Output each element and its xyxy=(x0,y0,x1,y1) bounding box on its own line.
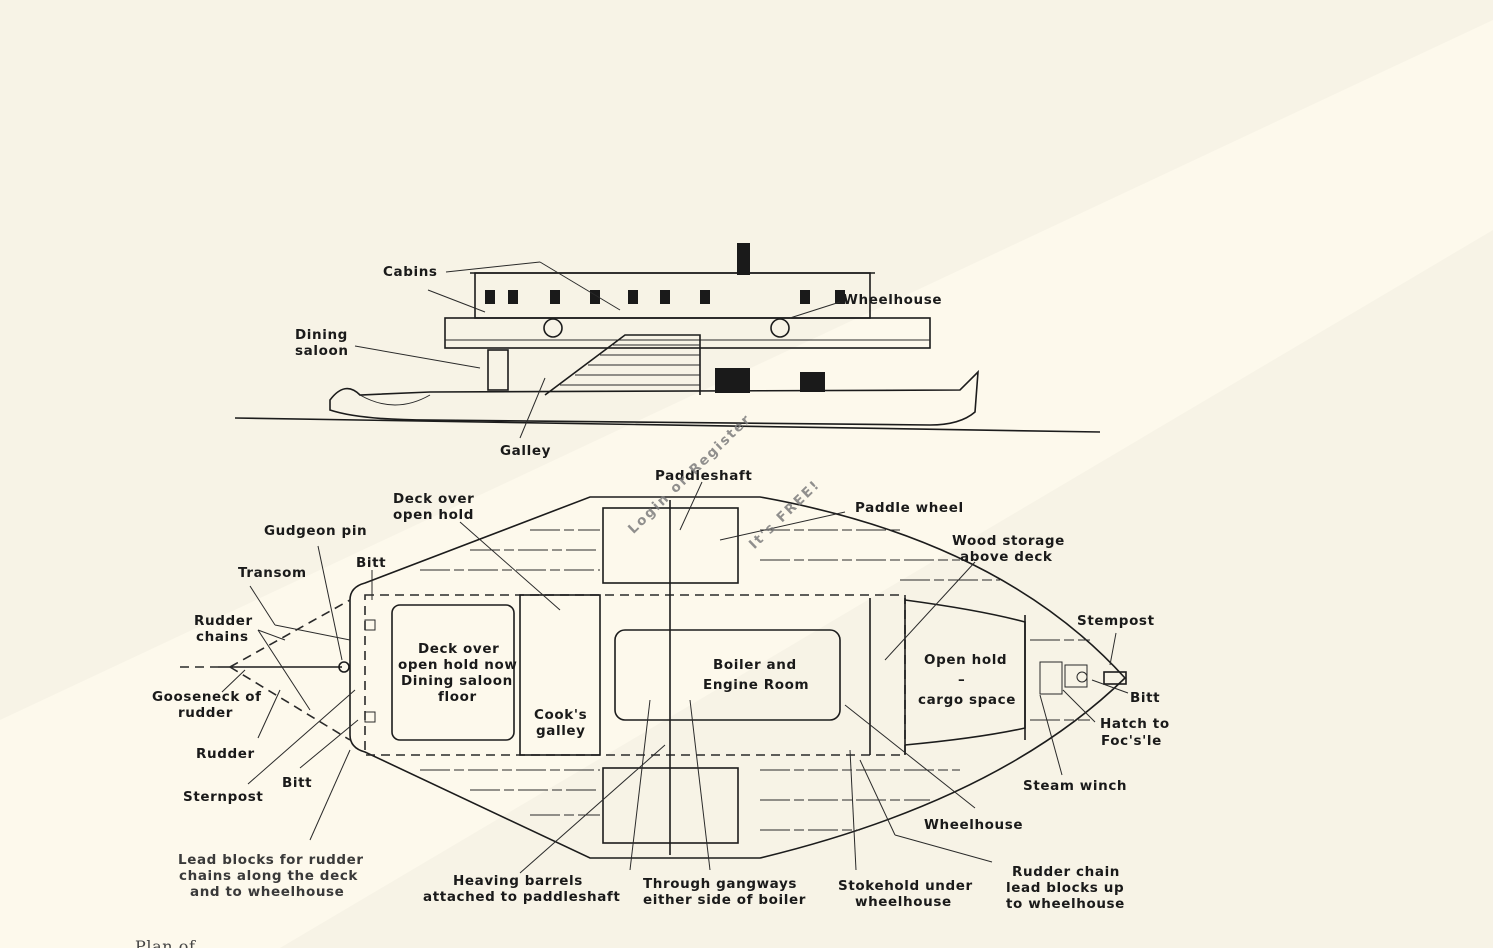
deck-plan xyxy=(180,496,1127,859)
label-stempost: Stempost xyxy=(1077,613,1155,629)
label-paddle-wheel: Paddle wheel xyxy=(855,500,964,516)
elevation-leaders xyxy=(354,261,841,439)
label-gudgeon-pin: Gudgeon pin xyxy=(264,523,367,539)
plan-leaders xyxy=(221,481,1129,874)
label-cabins: Cabins xyxy=(383,264,438,280)
label-transom: Transom xyxy=(238,565,307,581)
label-bitt-stern: Bitt xyxy=(356,555,386,571)
label-wheelhouse-plan: Wheelhouse xyxy=(924,817,1023,833)
caption-fragment: Plan of ... xyxy=(135,937,218,948)
label-galley: Galley xyxy=(500,443,551,459)
label-rudder: Rudder xyxy=(196,746,255,762)
label-steam-winch: Steam winch xyxy=(1023,778,1127,794)
background-band xyxy=(0,20,1493,948)
label-paddleshaft: Paddleshaft xyxy=(655,468,752,484)
side-elevation xyxy=(234,243,1101,433)
label-bitt-lower: Bitt xyxy=(282,775,312,791)
label-open-hold: Open hold–cargo space xyxy=(918,652,1016,708)
label-wheelhouse-elev: Wheelhouse xyxy=(843,292,942,308)
label-sternpost: Sternpost xyxy=(183,789,263,805)
label-bitt-bow: Bitt xyxy=(1130,690,1160,706)
